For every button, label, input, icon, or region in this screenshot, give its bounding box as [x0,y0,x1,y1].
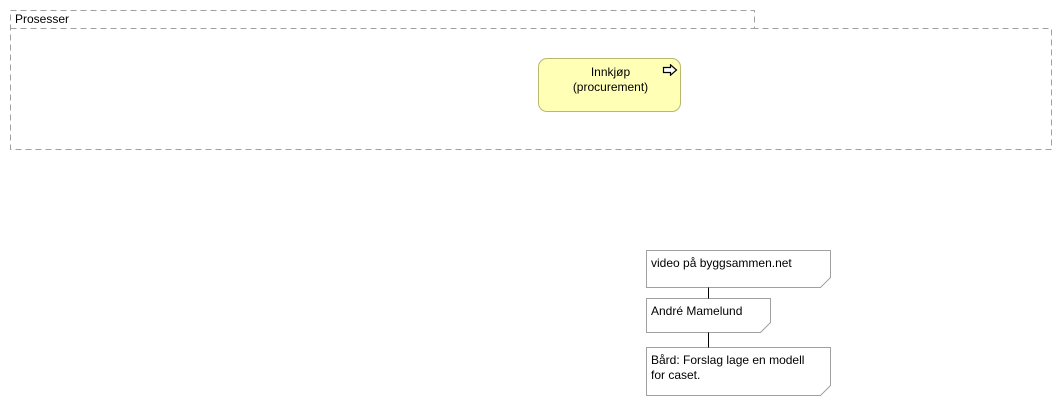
note-suggestion-line-1: Bård: Forslag lage en modell [651,353,805,367]
note-video-text: video på byggsammen.net [651,256,792,270]
note-shape-3[interactable] [646,347,831,396]
note-author[interactable]: André Mamelund [646,298,770,332]
note-suggestion-line-2: for caset. [651,368,701,382]
note-author-text: André Mamelund [651,304,743,318]
note-shape-2[interactable] [646,298,771,333]
note-shape-1[interactable] [646,250,831,288]
process-label-line-1: Innkjøp [590,65,631,79]
group-label: Prosesser [15,12,70,26]
process-arrow-icon [662,64,678,76]
note-video[interactable]: video på byggsammen.net [646,250,830,287]
group-frame[interactable] [10,10,1052,150]
process-label-line-2: (procurement) [572,80,649,94]
process-label: Innkjøp (procurement) [539,65,682,95]
note-suggestion[interactable]: Bård: Forslag lage en modell for caset. [646,347,830,395]
process-innkjop[interactable]: Innkjøp (procurement) [538,58,681,112]
